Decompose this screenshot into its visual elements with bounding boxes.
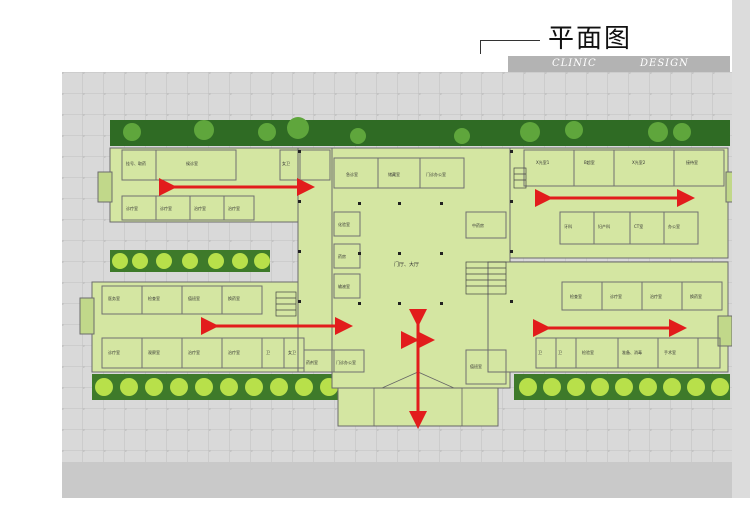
room-label: 办公室 xyxy=(668,223,680,229)
north-shrubs xyxy=(123,117,691,144)
subtitle-left: CLINIC xyxy=(552,58,597,69)
bottom-margin xyxy=(62,498,750,531)
room-label: 检验室 xyxy=(582,349,594,355)
room-label: 候诊室 xyxy=(186,160,198,166)
room-label: 化验室 xyxy=(338,221,350,227)
building-outer-walls xyxy=(79,171,732,347)
room-label: 急诊室 xyxy=(346,171,358,177)
room-label: 牙科 xyxy=(564,223,572,229)
subtitle-right: DESIGN xyxy=(640,58,689,69)
left-margin xyxy=(0,0,62,531)
stairs xyxy=(275,167,527,317)
room-label: 准备、消毒 xyxy=(622,349,642,355)
room-label: 接待室 xyxy=(686,159,698,165)
room-label: 治疗室 xyxy=(188,349,200,355)
room-label: X光室2 xyxy=(632,159,646,165)
south-trees xyxy=(95,378,729,396)
room-label: 输液室 xyxy=(338,283,350,289)
page-title: 平面图 xyxy=(548,24,633,54)
room-label: 妇产科 xyxy=(598,223,610,229)
room-label: CT室 xyxy=(634,223,643,229)
room-label: 卫 xyxy=(266,350,270,355)
room-label: B超室 xyxy=(584,159,595,165)
room-labels: 挂号、取药 候诊室 诊疗室 诊疗室 治疗室 治疗室 女卫 医务室 检查室 值班室… xyxy=(108,159,702,369)
room-label: 女卫 xyxy=(288,349,296,355)
room-label: 值班室 xyxy=(188,295,200,301)
room-label: 值班室 xyxy=(470,363,482,369)
room-label: 门诊办公室 xyxy=(336,359,356,365)
room-label: 换药室 xyxy=(228,295,240,301)
floor-plan: 挂号、取药 候诊室 诊疗室 诊疗室 治疗室 治疗室 女卫 医务室 检查室 值班室… xyxy=(62,72,732,462)
room-label: 换药室 xyxy=(690,293,702,299)
room-label: 药剂室 xyxy=(306,359,318,365)
title-rule-tick xyxy=(480,40,481,54)
room-label: X光室1 xyxy=(536,159,550,165)
room-label: 门诊办公室 xyxy=(426,171,446,177)
room-label: 诊疗室 xyxy=(160,205,172,211)
room-label: 诊疗室 xyxy=(126,205,138,211)
room-label: 药房 xyxy=(338,253,346,259)
room-label: 储藏室 xyxy=(388,171,400,177)
room-label: 检查室 xyxy=(570,293,582,299)
room-label: 卫 xyxy=(538,350,542,355)
room-label: 医务室 xyxy=(108,295,120,301)
room-walls xyxy=(101,149,725,385)
room-label: 治疗室 xyxy=(228,349,240,355)
title-rule xyxy=(480,40,540,41)
room-label: 观察室 xyxy=(148,349,160,355)
right-border xyxy=(732,0,750,531)
room-label: 挂号、取药 xyxy=(126,160,146,166)
structural-columns xyxy=(298,150,513,305)
room-label: 女卫 xyxy=(282,160,290,166)
room-label: 治疗室 xyxy=(228,205,240,211)
room-label: 卫 xyxy=(558,350,562,355)
bottom-border xyxy=(62,462,732,498)
room-label: 诊疗室 xyxy=(108,349,120,355)
circulation-arrows xyxy=(159,178,695,429)
subtitle-bar xyxy=(508,56,730,72)
west-trees xyxy=(112,253,270,269)
room-label: 治疗室 xyxy=(650,293,662,299)
room-label: 检查室 xyxy=(148,295,160,301)
room-label: 中药房 xyxy=(472,222,484,228)
room-label: 治疗室 xyxy=(194,205,206,211)
room-label: 诊疗室 xyxy=(610,293,622,299)
lobby-label: 门厅、大厅 xyxy=(394,261,419,268)
room-label: 手术室 xyxy=(664,349,676,355)
